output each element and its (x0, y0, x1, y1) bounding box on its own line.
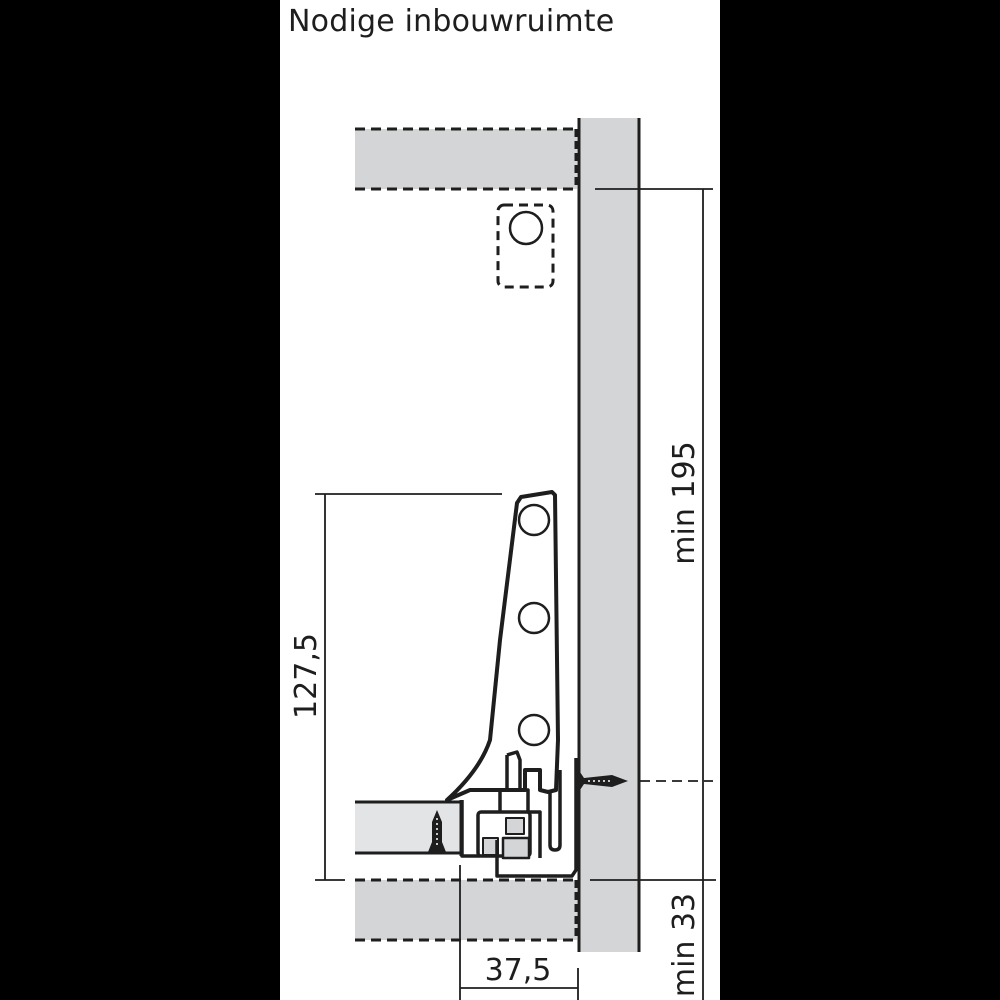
cabinet-side-panel (577, 118, 641, 952)
rear-fixing-outline (496, 203, 555, 289)
bottom-shelf (355, 878, 578, 942)
horizontal-wall-screw (580, 772, 628, 790)
dimension-min-195 (595, 188, 713, 880)
dimension-37-5 (459, 865, 579, 1000)
dimension-label-127-5: 127,5 (289, 633, 324, 719)
dimension-min-33 (590, 879, 716, 1000)
page-title: Nodige inbouwruimte (288, 4, 615, 39)
runner-mechanism (460, 750, 578, 878)
dimension-label-min-33: min 33 (667, 893, 702, 997)
drawer-side-profile (445, 490, 560, 802)
dimension-127-5 (315, 493, 502, 881)
vertical-bottom-screw (428, 810, 446, 852)
top-shelf (355, 127, 578, 191)
dimension-label-37-5: 37,5 (485, 953, 552, 988)
dimension-label-min-195: min 195 (667, 441, 702, 564)
drawer-bottom-panel (355, 800, 463, 856)
